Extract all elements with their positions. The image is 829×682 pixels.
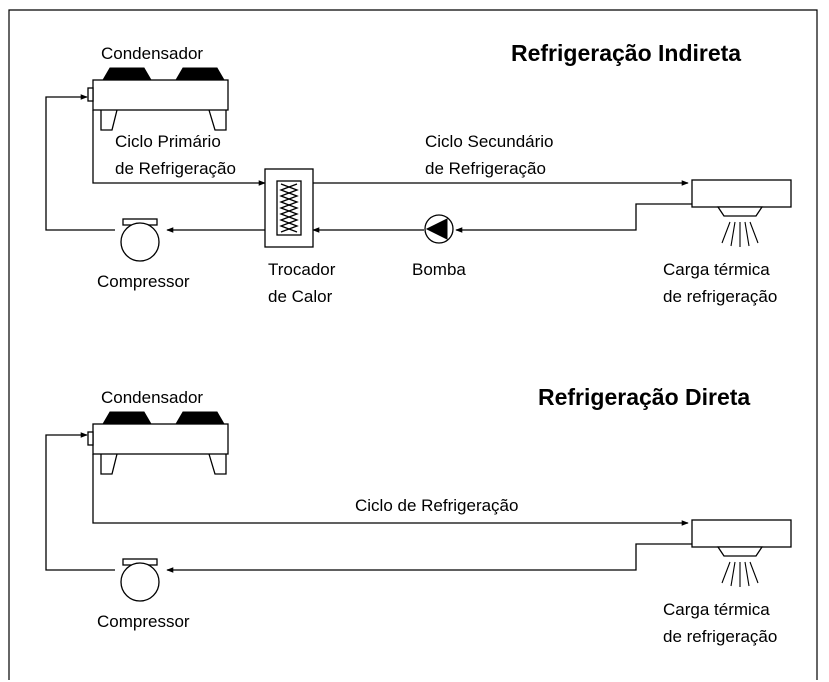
direct-load-label-2: de refrigeração xyxy=(663,627,777,646)
indirect-title: Refrigeração Indireta xyxy=(511,40,741,66)
primary-supply-line xyxy=(92,110,266,186)
compressor-body xyxy=(120,562,160,602)
cold-air-ray xyxy=(730,221,736,247)
primary-cycle-label-1: Ciclo Primário xyxy=(115,132,221,151)
heat-exchanger: Trocador de Calor xyxy=(264,168,336,306)
indirect-condenser: Condensador xyxy=(87,44,229,131)
heat-exchanger-label-2: de Calor xyxy=(268,287,333,306)
direct-load-label-1: Carga térmica xyxy=(663,600,770,619)
condenser-leg-left xyxy=(100,109,118,131)
indirect-load-label-2: de refrigeração xyxy=(663,287,777,306)
indirect-thermal-load: Carga térmica de refrigeração xyxy=(663,179,792,306)
compressor-body xyxy=(120,222,160,262)
direct-refrigeration-diagram: Refrigeração Direta Condensador Ciclo de… xyxy=(45,384,792,646)
direct-compressor-discharge-line xyxy=(45,432,115,571)
condenser-body xyxy=(92,423,229,455)
thermal-load-diffuser xyxy=(716,206,764,217)
condenser-fan-right xyxy=(175,411,225,425)
indirect-compressor-label: Compressor xyxy=(97,272,190,291)
cold-air-ray xyxy=(744,221,750,247)
pump: Bomba xyxy=(412,214,466,279)
direct-return-line xyxy=(166,543,692,573)
heat-exchanger-coil-1 xyxy=(279,183,299,233)
heat-exchanger-coil-2 xyxy=(279,183,299,233)
thermal-load-diffuser xyxy=(716,546,764,557)
condenser-fan-left xyxy=(102,67,152,81)
indirect-compressor: Compressor xyxy=(97,218,190,291)
indirect-condenser-label: Condensador xyxy=(101,44,203,63)
direct-compressor-label: Compressor xyxy=(97,612,190,631)
cold-air-ray xyxy=(744,561,750,587)
cold-air-ray xyxy=(749,221,759,244)
condenser-leg-left xyxy=(100,453,118,475)
condenser-leg-right xyxy=(208,453,227,475)
direct-thermal-load: Carga térmica de refrigeração xyxy=(663,519,792,646)
pump-label: Bomba xyxy=(412,260,466,279)
indirect-load-label-1: Carga térmica xyxy=(663,260,770,279)
condenser-leg-right xyxy=(208,109,227,131)
heat-exchanger-label-1: Trocador xyxy=(268,260,336,279)
primary-cycle-label-2: de Refrigeração xyxy=(115,159,236,178)
indirect-refrigeration-diagram: Refrigeração Indireta Condensador Ciclo … xyxy=(45,40,792,306)
secondary-cycle-label-2: de Refrigeração xyxy=(425,159,546,178)
condenser-fan-right xyxy=(175,67,225,81)
condenser-fan-left xyxy=(102,411,152,425)
condenser-port xyxy=(87,431,94,446)
direct-condenser-label: Condensador xyxy=(101,388,203,407)
secondary-return-line xyxy=(455,203,692,233)
condenser-port xyxy=(87,87,94,102)
cold-air-ray xyxy=(721,221,731,244)
cold-air-ray xyxy=(749,561,759,584)
condenser-body xyxy=(92,79,229,111)
pump-arrow-icon xyxy=(425,218,448,240)
direct-compressor: Compressor xyxy=(97,558,190,631)
diagram-frame xyxy=(8,9,818,680)
compressor-discharge-line xyxy=(45,94,115,231)
direct-cycle-label: Ciclo de Refrigeração xyxy=(355,496,518,515)
secondary-cycle-label-1: Ciclo Secundário xyxy=(425,132,554,151)
thermal-load-unit xyxy=(691,519,792,548)
cold-air-ray xyxy=(721,561,731,584)
thermal-load-unit xyxy=(691,179,792,208)
direct-title: Refrigeração Direta xyxy=(538,384,750,410)
direct-condenser: Condensador xyxy=(87,388,229,475)
cold-air-ray xyxy=(730,561,736,587)
direct-supply-line xyxy=(92,454,689,526)
